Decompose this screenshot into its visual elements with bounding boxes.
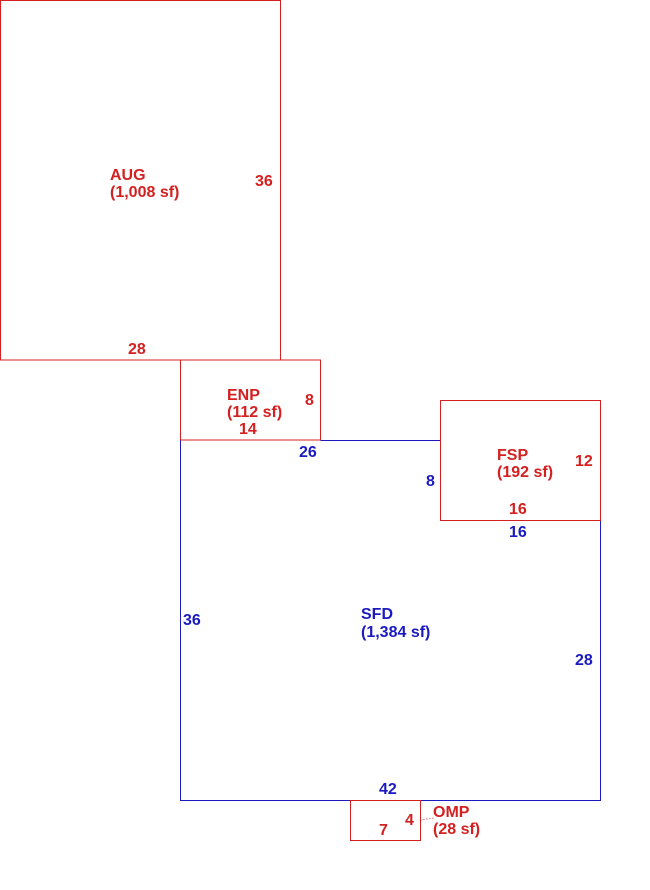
aug-outline (0, 0, 281, 361)
sfd-dim-top: 26 (299, 444, 317, 461)
omp-dim-right: 4 (405, 812, 414, 829)
aug-dim-bottom: 28 (128, 341, 146, 358)
fsp-dim-right: 12 (575, 453, 593, 470)
enp-dim-right: 8 (305, 392, 314, 409)
sfd-dim-bottom: 42 (379, 781, 397, 798)
aug-area: (1,008 sf) (110, 184, 179, 201)
omp-area: (28 sf) (433, 821, 480, 838)
enp-area: (112 sf) (227, 404, 282, 421)
fsp-area: (192 sf) (497, 464, 553, 481)
fsp-code: FSP (497, 447, 528, 464)
enp-outline (180, 359, 321, 441)
omp-outline (350, 800, 421, 841)
fsp-outline (440, 400, 601, 521)
sfd-code: SFD (361, 606, 393, 623)
sfd-dim-fsp-bottom: 16 (509, 524, 527, 541)
omp-code: OMP (433, 804, 470, 821)
sfd-dim-fsp-left: 8 (426, 473, 435, 490)
enp-dim-bottom: 14 (239, 421, 257, 438)
omp-leader (420, 817, 435, 821)
fsp-dim-bottom: 16 (509, 501, 527, 518)
omp-dim-bottom: 7 (379, 822, 388, 839)
sfd-dim-right: 28 (575, 652, 593, 669)
sfd-area: (1,384 sf) (361, 624, 430, 641)
enp-code: ENP (227, 387, 260, 404)
aug-code: AUG (110, 167, 146, 184)
sfd-dim-left: 36 (183, 612, 201, 629)
aug-dim-right: 36 (255, 173, 273, 190)
